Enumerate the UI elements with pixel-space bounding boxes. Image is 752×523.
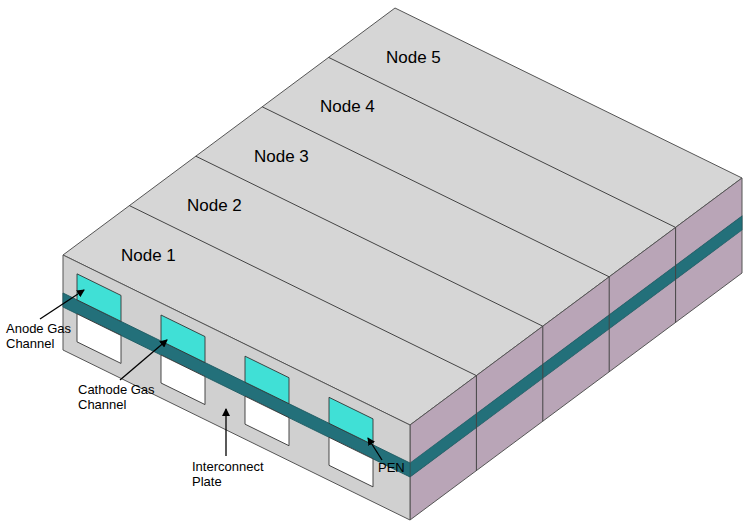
callout-label: Anode Gas Channel — [6, 322, 86, 352]
callout-label: PEN — [378, 461, 410, 476]
callout-label: Interconnect Plate — [192, 460, 276, 490]
callout-label: Cathode Gas Channel — [78, 383, 168, 413]
side-face — [410, 178, 742, 520]
node-label: Node 5 — [386, 48, 441, 68]
leader-arrows — [40, 290, 382, 460]
node-label: Node 4 — [320, 97, 375, 117]
node-label: Node 2 — [187, 196, 242, 216]
node-dividers — [129, 57, 675, 470]
front-channels — [63, 267, 410, 505]
front-face — [63, 255, 410, 520]
node-label: Node 3 — [254, 147, 309, 167]
top-face — [63, 8, 742, 425]
node-label: Node 1 — [121, 246, 176, 266]
side-pen-band — [410, 216, 742, 477]
